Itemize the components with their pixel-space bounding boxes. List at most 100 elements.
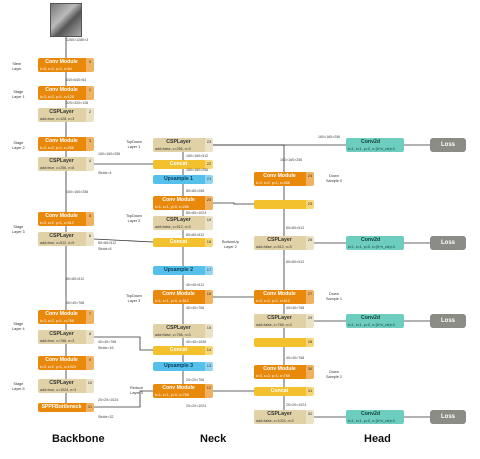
stage-label-td1: TopDown Layer 1 (126, 140, 142, 149)
block-index: 7 (86, 310, 94, 324)
tensor-shape-u2: 80×80×512 (286, 226, 305, 230)
block-params: k=1, s=1, p=0, c=(5+n_cls)×3 (348, 245, 395, 249)
tensor-shape-u3: 40×40×768 (286, 306, 305, 310)
block-params: add=false, c=768, n=3 (155, 333, 191, 337)
tensor-shape-n9: 20×20×768 (186, 378, 205, 382)
block-index: 4 (86, 157, 94, 171)
block-title: CSPLayer (49, 233, 74, 239)
wire-b8-concat14 (94, 336, 153, 351)
tensor-shape-u6: 20×20×1024 (286, 403, 307, 407)
tensor-shape-n5: 80×80×512 (186, 233, 205, 237)
block-title: CSPLayer (267, 237, 292, 243)
footer-head: Head (364, 433, 391, 445)
block-params: k=3, s=2, p=1, c=512 (256, 299, 290, 303)
block-index: 19 (205, 216, 213, 230)
block-params: k=1, s=1, p=0, c=256 (155, 205, 189, 209)
stage-label-ds0: Down Sample 0 (326, 174, 343, 183)
block-index: 20 (205, 196, 213, 210)
block-title: SPPFBottleneck (41, 404, 82, 410)
block-title: Loss (440, 414, 455, 420)
block-title: CSPLayer (166, 217, 191, 223)
block-index: 18 (205, 238, 213, 247)
block-index: 3 (86, 137, 94, 151)
tensor-shape-t2: 160×160×256 (98, 152, 121, 156)
block-params: k=1, s=1, p=0, c=512 (155, 299, 189, 303)
block-index: 31 (306, 387, 314, 396)
block-params: k=3, s=2, p=1, c=768 (40, 319, 74, 323)
input-image (50, 3, 82, 37)
block-index: 17 (205, 266, 213, 275)
tensor-shape-u1: 160×160×256 (280, 158, 303, 162)
block-index: 23 (205, 138, 213, 152)
tensor-shape-t8b: Stride=32 (98, 415, 114, 419)
block-title: Conv Module (45, 311, 78, 317)
block-title: Concat (270, 388, 289, 394)
tensor-shape-t7: 40×40×768 (66, 301, 85, 305)
block-index: 10 (86, 379, 94, 393)
tensor-shape-in: 1280×1280×3 (66, 38, 89, 42)
block-index: 9 (86, 356, 94, 370)
tensor-shape-n6: 40×40×512 (186, 283, 205, 287)
block-title: CSPLayer (49, 380, 74, 386)
loss-block-l3: Loss (430, 410, 466, 424)
footer-neck: Neck (200, 433, 227, 445)
tensor-shape-t8: 20×20×1024 (98, 398, 119, 402)
stage-label-bu2: BottomUp Layer 2 (222, 240, 239, 249)
block-title: Loss (440, 318, 455, 324)
block-index: 29 (306, 314, 314, 328)
stage-label-ds1: Down Sample 1 (326, 292, 343, 301)
stage-label-stem: Stem Layer (12, 62, 22, 71)
block-title: Conv Module (45, 59, 78, 65)
concat-block-b31: Concat 31 (254, 387, 314, 396)
block-params: k=3, s=2, p=1, c=256 (40, 146, 74, 150)
block-params: add=false, c=512, n=3 (256, 245, 292, 249)
block-index: 27 (306, 290, 314, 304)
block-title: Upsample 2 (163, 267, 194, 273)
tensor-shape-t4: 80×80×512 (98, 241, 117, 245)
block-title: Conv Module (263, 366, 296, 372)
block-index: 8 (86, 330, 94, 344)
block-params: k=3, s=2, p=1, c=128 (40, 95, 74, 99)
sppfbottleneck-block-b11: SPPFBottleneck 11 (38, 403, 94, 412)
tensor-shape-n3: 80×80×256 (186, 189, 205, 193)
stage-label-ds2: Down Sample 2 (326, 370, 343, 379)
block-title: Conv2d (360, 411, 381, 417)
block-index: 11 (86, 403, 94, 412)
block-title: Loss (440, 142, 455, 148)
tensor-shape-n8: 40×40×1536 (186, 340, 207, 344)
tensor-shape-t5: 80×80×512 (66, 277, 85, 281)
block-params: k=3, s=2, p=1, c=512 (40, 221, 74, 225)
block-params: k=3, s=2, p=1, c=1024 (40, 365, 76, 369)
block-index: 2 (86, 108, 94, 122)
block-index: 15 (205, 324, 213, 338)
block-index: 14 (205, 346, 213, 355)
block-params: k=1, s=1, p=0, c=(5+n_cls)×3 (348, 147, 395, 151)
block-title: Concat (169, 161, 188, 167)
block-index: 5 (86, 212, 94, 226)
wire-b23-b24 (213, 144, 285, 172)
block-index: 12 (205, 384, 213, 398)
block-index: 6 (86, 232, 94, 246)
tensor-shape-u5: 40×40×768 (286, 356, 305, 360)
block-params: add=false, c=1024, n=3 (256, 419, 294, 423)
block-params: add=true, c=128, n=3 (40, 117, 75, 121)
block-params: add=true, c=768, n=3 (40, 339, 75, 343)
block-title: Conv Module (263, 173, 296, 179)
